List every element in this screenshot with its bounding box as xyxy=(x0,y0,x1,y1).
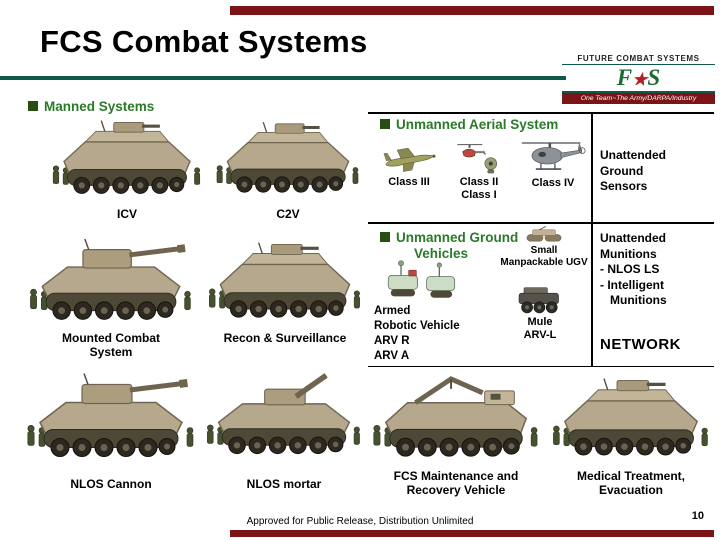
top-red-bar xyxy=(230,6,714,15)
text-line: Ground xyxy=(600,163,644,178)
nlos-cannon-vehicle-image xyxy=(22,364,200,476)
arv-label-block: Armed Robotic Vehicle ARV R ARV A xyxy=(374,304,460,364)
logo-letter-f: F xyxy=(616,65,633,90)
network-label: NETWORK xyxy=(600,336,681,353)
text-line: Unattended xyxy=(600,231,666,245)
text-line: ARV R xyxy=(374,334,410,347)
mule-ugv-icon xyxy=(518,287,559,314)
class4-helicopter-icon xyxy=(521,141,586,170)
logo-tagline: One Team~The Army/DARPA/Industry xyxy=(562,93,715,105)
text-line: ARV A xyxy=(374,349,410,362)
uas-class3-item: Class III xyxy=(376,142,442,189)
vehicle-label: NLOS mortar xyxy=(246,477,322,491)
class2-label: Class II xyxy=(459,176,499,188)
medical-vehicle-image xyxy=(548,374,714,468)
uas-class2-class1-item: Class II Class I xyxy=(450,140,508,202)
class1-label: Class I xyxy=(461,189,497,202)
unattended-munitions-text: Unattended Munitions - NLOS LS - Intelli… xyxy=(600,231,667,309)
vehicle-label: Recon & Surveillance xyxy=(223,331,347,345)
ugv-heading-label: Unmanned Ground Vehicles xyxy=(396,230,518,261)
text-line: Sensors xyxy=(600,179,648,194)
maintenance-vehicle-image xyxy=(368,372,544,468)
text-line: Unmanned Ground xyxy=(396,230,519,245)
small-ugv-label-line1: Small xyxy=(530,245,558,256)
vehicle-label: ICV xyxy=(116,207,137,221)
table-border-bottom xyxy=(368,366,714,367)
text-line: Robotic Vehicle xyxy=(374,319,460,332)
table-border-vertical xyxy=(591,112,593,367)
nlos-mortar-vehicle-image xyxy=(202,364,366,476)
fcs-logo: FUTURE COMBAT SYSTEMS F★S One Team~The A… xyxy=(562,54,715,105)
bullet-square-icon xyxy=(380,119,390,129)
vehicle-icv: ICV xyxy=(48,116,206,221)
vehicle-label: C2V xyxy=(276,207,300,221)
vehicle-medical-treatment-evacuation: Medical Treatment, Evacuation xyxy=(548,374,714,498)
uas-heading: Unmanned Aerial System xyxy=(380,117,558,133)
vehicle-fcs-maintenance-recovery: FCS Maintenance and Recovery Vehicle xyxy=(368,372,544,498)
small-ugv-label-line2: Manpackable UGV xyxy=(500,257,588,268)
mule-label-line2: ARV-L xyxy=(523,329,557,342)
vehicle-label: Mounted Combat System xyxy=(62,331,160,360)
small-ugv-icon xyxy=(526,226,562,242)
small-ugv-item: Small Manpackable UGV xyxy=(498,226,590,269)
manned-systems-heading: Manned Systems xyxy=(28,99,154,115)
text-line: - NLOS LS xyxy=(600,262,660,277)
text-line: Vehicles xyxy=(414,245,469,261)
mule-label-line1: Mule xyxy=(527,316,553,328)
text-line: Munitions xyxy=(610,293,667,308)
page-title: FCS Combat Systems xyxy=(40,24,368,59)
table-border-top xyxy=(368,112,714,114)
icv-vehicle-image xyxy=(48,116,206,206)
text-line: - Intelligent xyxy=(600,277,664,292)
logo-letter-s: S xyxy=(647,65,661,90)
vehicle-mounted-combat-system: Mounted Combat System xyxy=(22,238,200,360)
recon-vehicle-image xyxy=(204,238,366,330)
vehicle-label: Medical Treatment, Evacuation xyxy=(576,469,686,498)
vehicle-c2v: C2V xyxy=(212,116,364,221)
class3-uav-icon xyxy=(383,143,438,175)
ugv-heading: Unmanned Ground Vehicles xyxy=(380,230,518,261)
arv-vehicles-icon xyxy=(387,259,456,299)
vehicle-recon-surveillance: Recon & Surveillance xyxy=(204,238,366,345)
vehicle-label: FCS Maintenance and Recovery Vehicle xyxy=(393,469,519,498)
class4-label: Class IV xyxy=(531,177,575,189)
class3-label: Class III xyxy=(388,176,430,188)
logo-header-text: FUTURE COMBAT SYSTEMS xyxy=(562,54,715,65)
vehicle-nlos-cannon: NLOS Cannon xyxy=(22,364,200,491)
uas-class4-item: Class IV xyxy=(518,137,588,190)
uas-heading-label: Unmanned Aerial System xyxy=(396,117,559,132)
mule-item: Mule ARV-L xyxy=(508,284,572,342)
mcs-vehicle-image xyxy=(22,238,200,330)
page-number: 10 xyxy=(691,510,704,522)
unattended-ground-sensors-text: Unattended Ground Sensors xyxy=(600,148,666,195)
bottom-red-bar xyxy=(230,530,714,537)
table-border-middle xyxy=(368,222,714,224)
vehicle-label: NLOS Cannon xyxy=(70,477,152,491)
class2-class1-uav-icon xyxy=(456,144,498,174)
logo-star-icon: ★ xyxy=(632,70,648,89)
text-line: Munitions xyxy=(600,246,657,261)
fcs-logo-mark: F★S xyxy=(562,65,715,94)
bullet-square-icon xyxy=(28,101,38,111)
vehicle-nlos-mortar: NLOS mortar xyxy=(202,364,366,491)
title-underline-rule xyxy=(0,76,566,80)
c2v-vehicle-image xyxy=(212,116,364,206)
bullet-square-icon xyxy=(380,232,390,242)
text-line: Armed xyxy=(374,305,411,317)
manned-systems-label: Manned Systems xyxy=(44,99,155,114)
text-line: Unattended xyxy=(600,148,666,162)
footer-approval-text: Approved for Public Release, Distributio… xyxy=(246,516,474,527)
